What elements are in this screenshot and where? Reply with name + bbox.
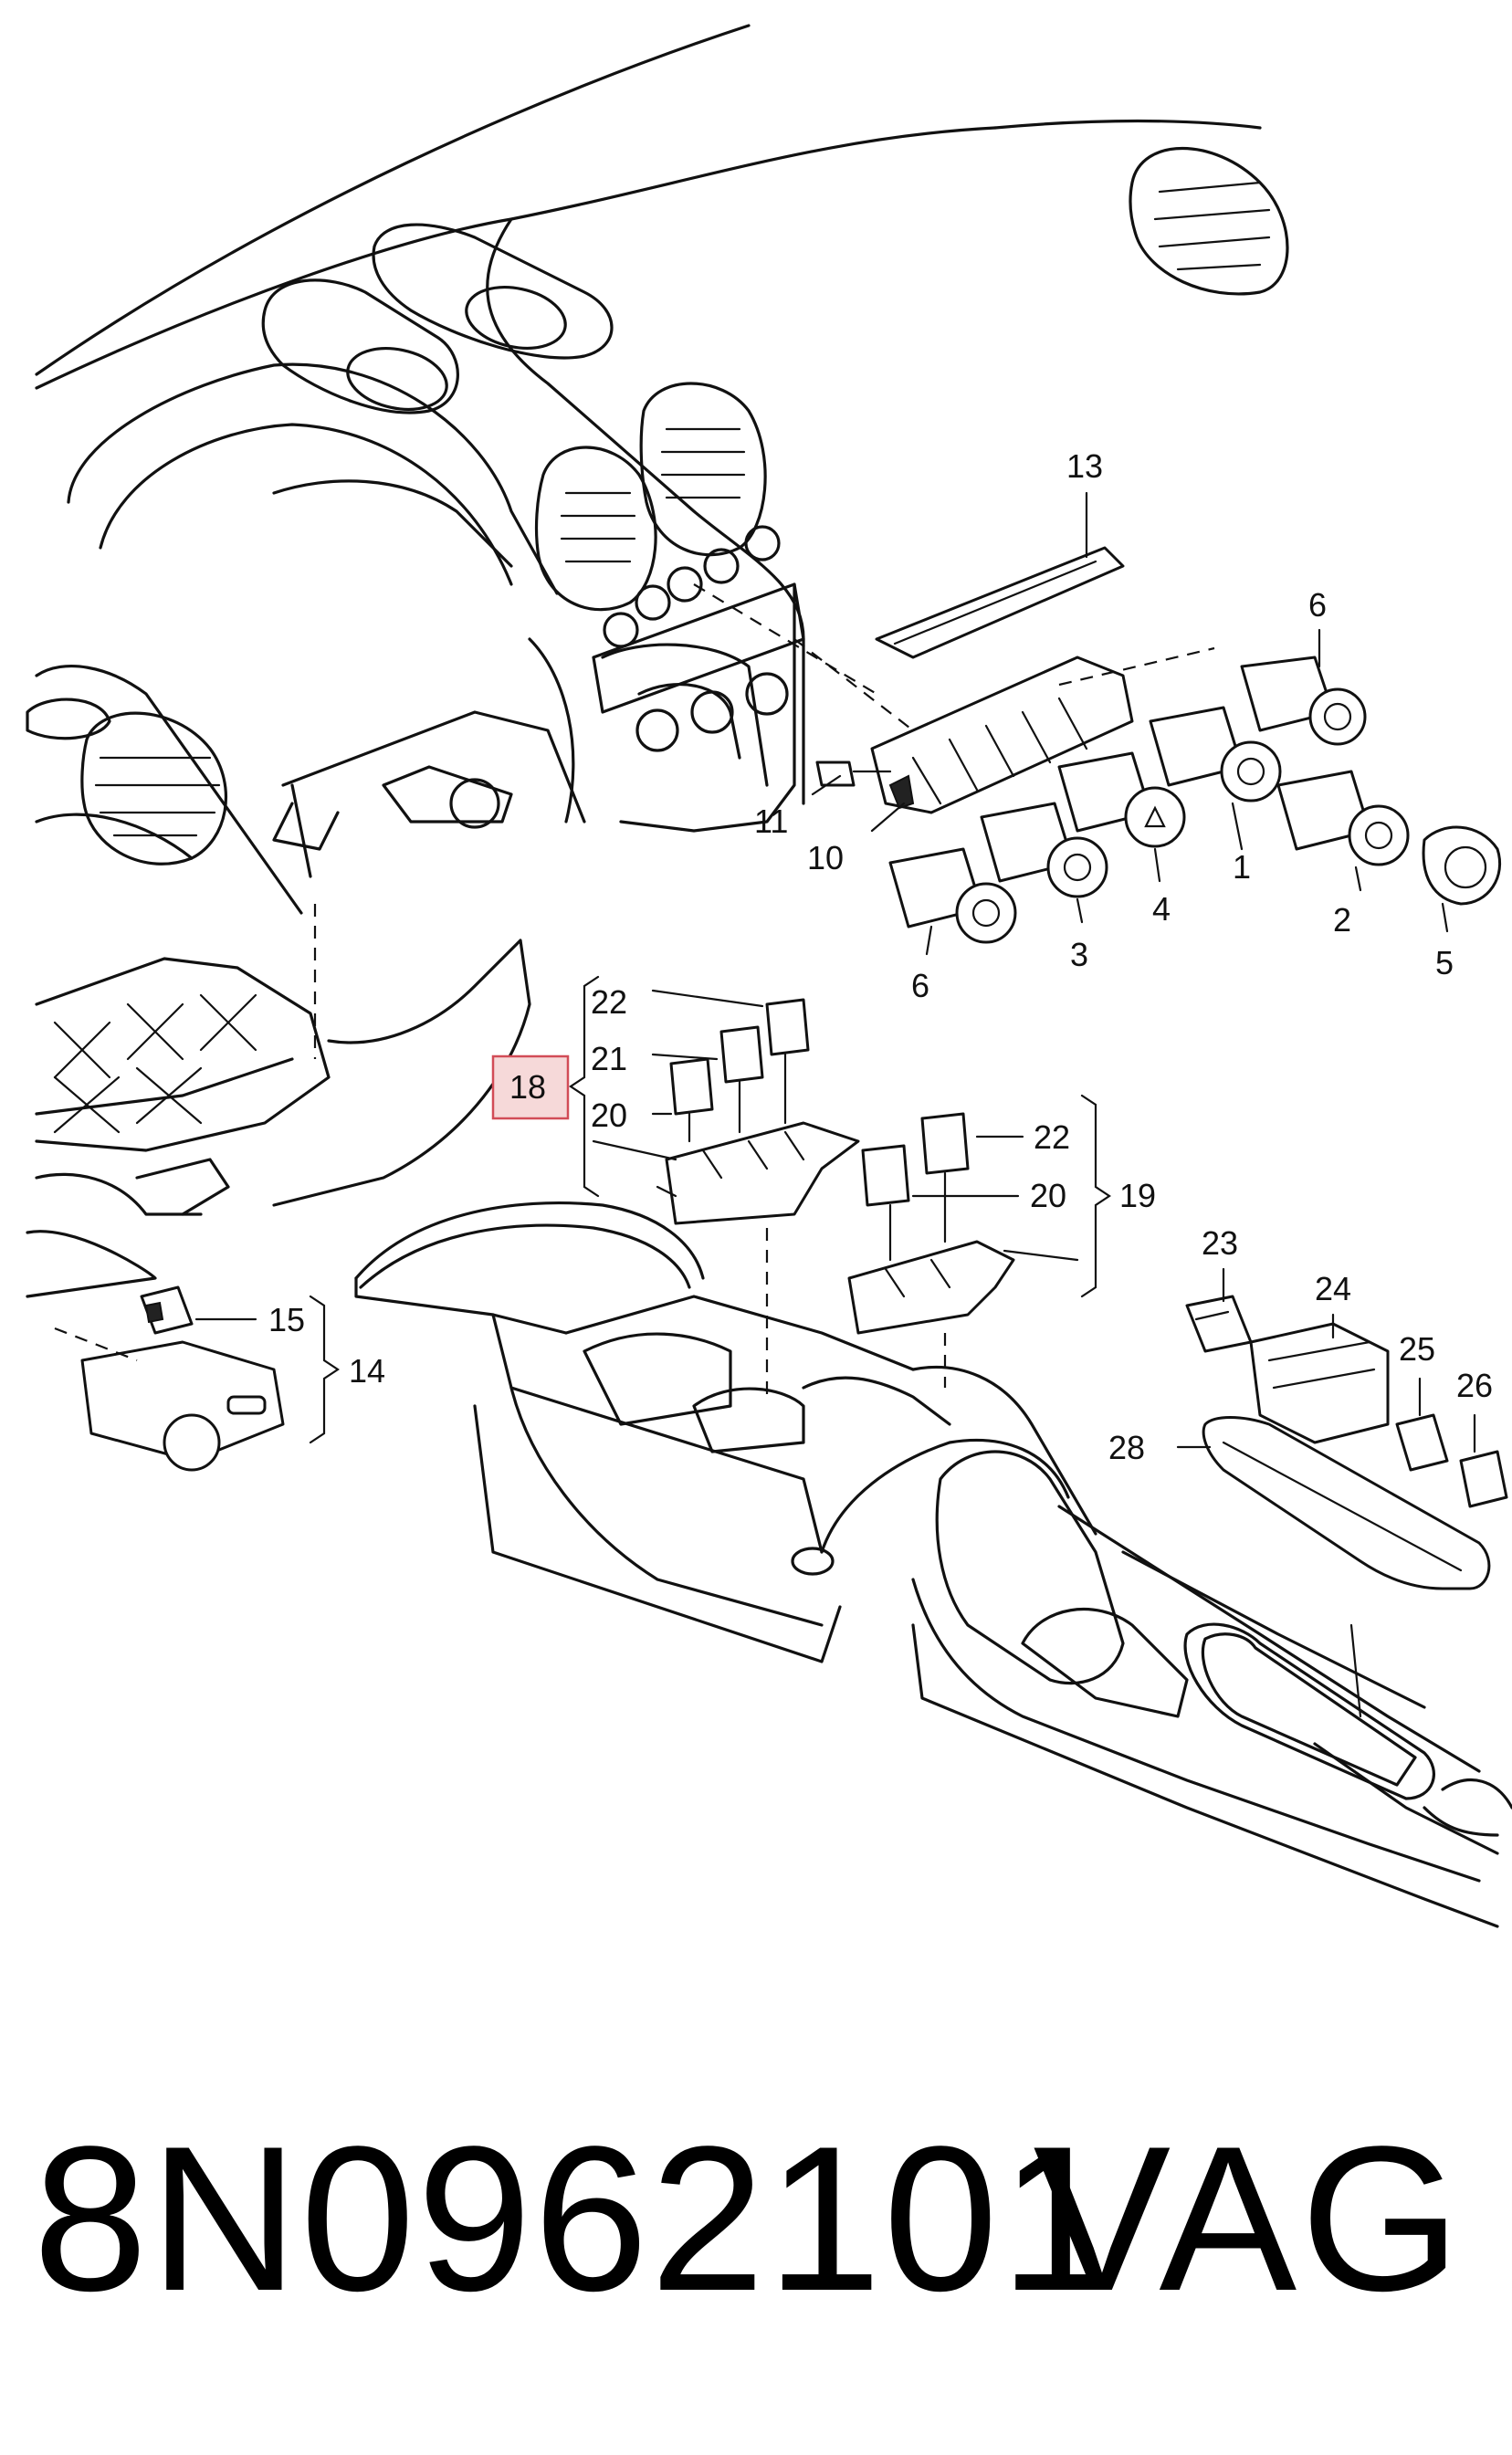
brand-name: VAG (1033, 2103, 1465, 2334)
part-number: 8N0962101 (33, 2103, 1117, 2334)
callout-4: 4 (1152, 890, 1171, 928)
callout-15: 15 (268, 1301, 305, 1338)
callout-21: 21 (591, 1040, 627, 1077)
footer: 8N0962101 VAG (0, 2100, 1512, 2337)
part-2-switch (1276, 770, 1410, 866)
part-23-switch (1185, 1295, 1253, 1353)
brackets (309, 975, 1111, 1444)
part-26-switch (1459, 1450, 1508, 1508)
highlight-box-18 (491, 1054, 570, 1120)
part-25-switch (1395, 1413, 1449, 1472)
callout-6-upper: 6 (1308, 586, 1327, 624)
part-10-switch-carrier (870, 656, 1134, 814)
callout-25: 25 (1399, 1330, 1435, 1368)
part-5-knob (1422, 825, 1502, 906)
callout-22-left: 22 (591, 983, 627, 1021)
part-1-switch (1149, 706, 1282, 803)
callout-3: 3 (1070, 936, 1088, 973)
part-3-switch (980, 802, 1108, 898)
part-11-screw (815, 761, 892, 787)
part-6-switch-upper (1240, 656, 1367, 746)
rotary-switches (888, 656, 1502, 944)
callout-14: 14 (349, 1352, 385, 1390)
callout-22-right: 22 (1034, 1118, 1070, 1156)
callout-10: 10 (807, 839, 844, 876)
callout-6-lower: 6 (911, 967, 929, 1004)
callout-20-right: 20 (1030, 1177, 1066, 1214)
leader-lines (194, 628, 1476, 1718)
callout-5: 5 (1435, 944, 1454, 981)
center-console (354, 1201, 1512, 1928)
part-28-frame (1202, 1416, 1491, 1590)
part-14-light-switch-assembly (80, 1340, 285, 1472)
callout-18: 18 (509, 1068, 546, 1106)
part-6-switch-lower (888, 847, 1017, 944)
dashboard-assembly (26, 24, 1289, 1298)
part-4-switch (1057, 751, 1186, 848)
callout-labels: 13 6 11 10 1 4 2 3 5 6 22 21 18 20 22 19… (268, 447, 1493, 1466)
callout-13: 13 (1066, 447, 1103, 485)
dashed-guide-lines (54, 583, 1215, 1397)
callout-19: 19 (1119, 1177, 1156, 1214)
part-13-cover-strip (875, 491, 1125, 659)
switch-group-18 (665, 998, 860, 1225)
part-15-switch-insert (140, 1285, 194, 1335)
callout-23: 23 (1202, 1224, 1238, 1262)
callout-28: 28 (1108, 1429, 1145, 1466)
callout-26: 26 (1456, 1367, 1493, 1404)
callout-20-left: 20 (591, 1096, 627, 1134)
callout-1: 1 (1233, 848, 1251, 886)
switch-group-19 (847, 1112, 1015, 1335)
callout-2: 2 (1333, 901, 1351, 939)
callout-11: 11 (754, 803, 788, 840)
callout-24: 24 (1315, 1270, 1351, 1307)
